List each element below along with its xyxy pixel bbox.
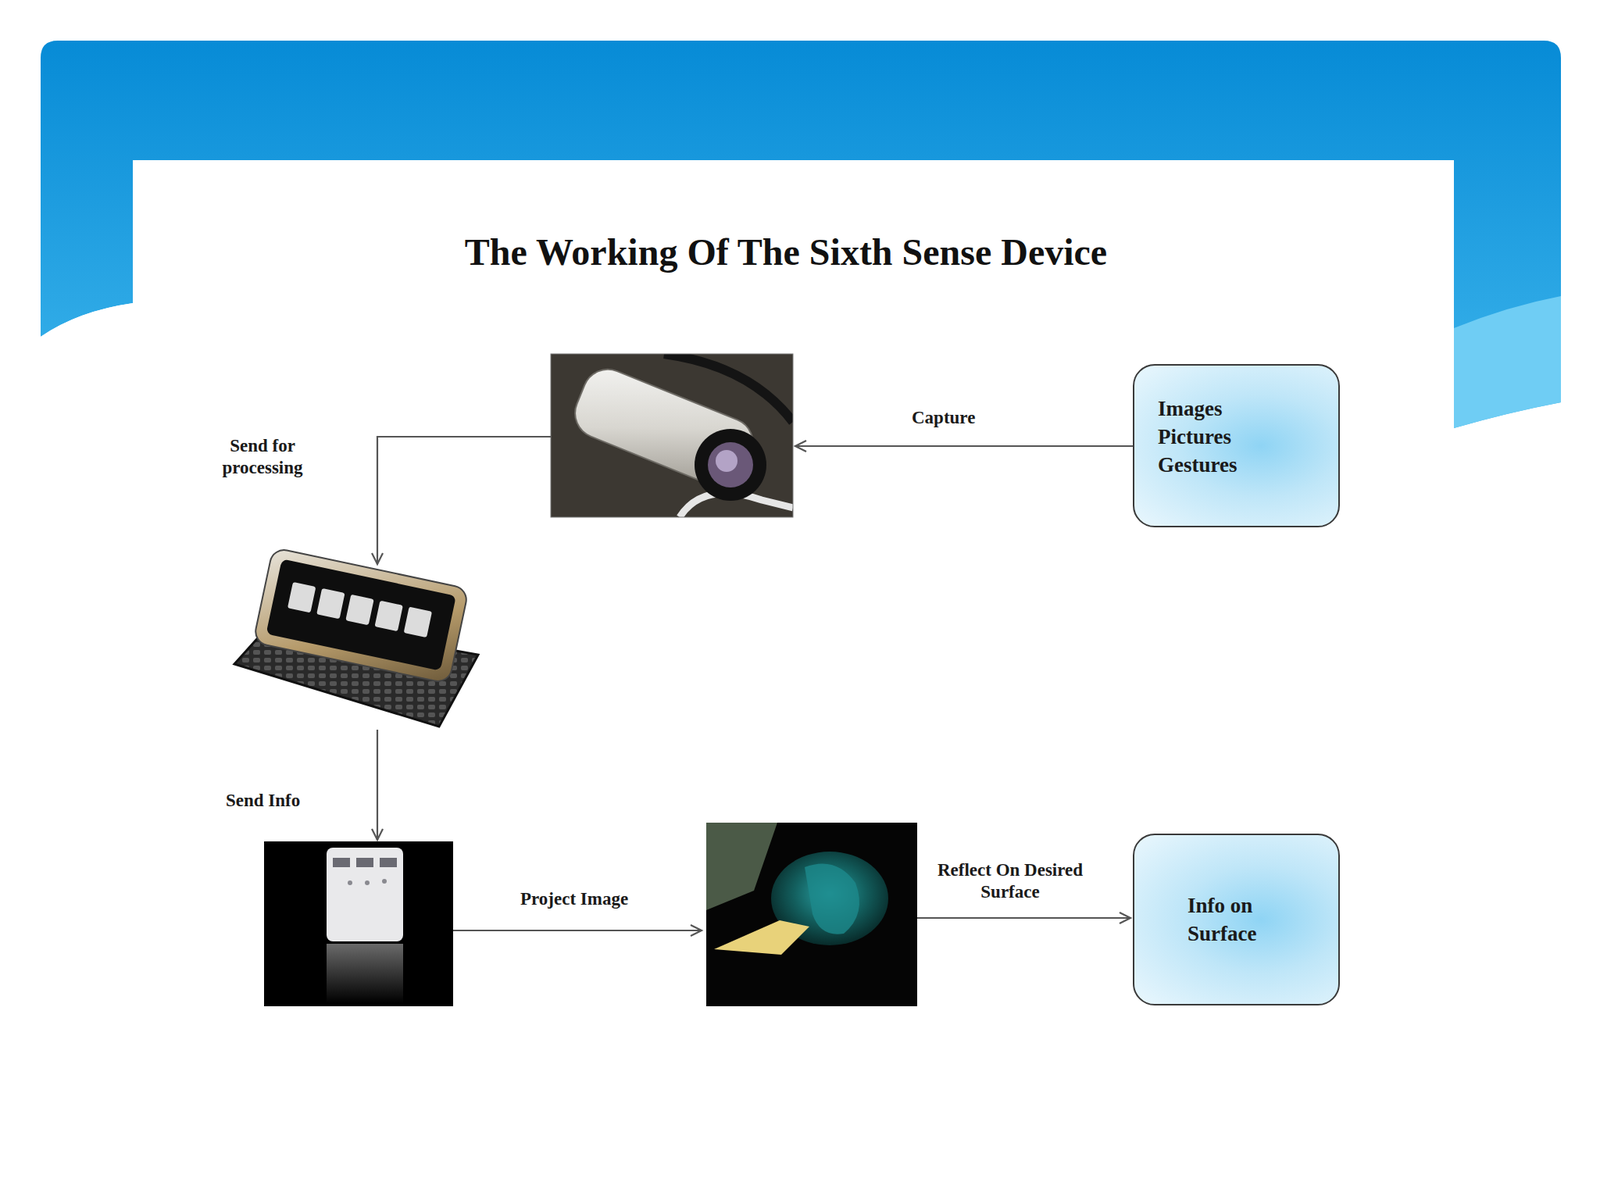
phone-screen — [266, 558, 457, 671]
arrow-head — [371, 553, 383, 565]
camera-body — [567, 361, 761, 495]
label-wrap: Reflect On Desired Surface — [920, 859, 1100, 904]
label-wrap: Capture — [911, 407, 975, 429]
rounded-box: Info on Surface — [1132, 833, 1340, 1006]
phone-image — [234, 547, 479, 727]
content-panel — [132, 160, 1454, 1077]
photo-frame — [550, 353, 793, 518]
projector-dot — [364, 880, 370, 886]
project-arrow — [453, 929, 702, 932]
phone-body — [253, 547, 469, 685]
arrow-head — [690, 925, 702, 936]
diagram-title: The Working Of The Sixth Sense Device — [317, 229, 1255, 275]
rounded-box: Images Pictures Gestures — [1132, 364, 1340, 528]
projector-photo — [264, 841, 454, 1007]
flow-label: Capture — [911, 407, 975, 429]
projected-hand — [804, 864, 860, 935]
projector-vent — [332, 857, 350, 868]
header-wave — [40, 303, 133, 344]
camera-photo — [550, 353, 793, 518]
camera-lens — [715, 450, 738, 472]
flow-arrows — [371, 436, 1133, 936]
photo-ground — [706, 822, 918, 1007]
flow-label: Send for processing — [211, 435, 314, 479]
flow-label: Project Image — [520, 888, 629, 911]
reflect-arrow — [917, 917, 1131, 919]
arrow-head — [795, 440, 807, 452]
screen-icon — [287, 582, 316, 613]
box-text: Images Pictures Gestures — [1157, 394, 1237, 479]
capture-arrow — [795, 445, 1133, 447]
flow-label: Reflect On Desired Surface — [920, 859, 1100, 904]
screen-icon — [403, 607, 433, 638]
projector-vent — [379, 857, 397, 868]
label-wrap: Send Info — [225, 789, 300, 812]
projector-dot — [347, 880, 353, 886]
arrow-head — [371, 828, 383, 840]
label-wrap: Send for processing — [211, 435, 314, 479]
screen-icon — [345, 594, 374, 625]
header-wave — [1453, 296, 1561, 429]
photo-ground — [550, 353, 793, 518]
box-text: Info on Surface — [1187, 891, 1286, 948]
projector-vent — [356, 857, 374, 868]
screen-icon — [316, 588, 345, 619]
label-wrap: Project Image — [520, 888, 629, 911]
screen-icon — [374, 600, 403, 632]
processing-arrow — [377, 436, 551, 565]
projector-dot — [382, 878, 387, 884]
camera-lens — [694, 428, 767, 501]
flow-label: Send Info — [225, 789, 300, 812]
projection-photo — [706, 822, 918, 1007]
send-info-arrow — [376, 729, 379, 840]
projector-reflection — [326, 943, 404, 1004]
arrow-head — [1119, 912, 1131, 924]
title-wrap: The Working Of The Sixth Sense Device — [317, 229, 1255, 275]
photo-ground — [264, 841, 454, 1007]
projected-surface — [714, 920, 810, 955]
wall-area — [706, 822, 778, 911]
camera-lens — [707, 442, 754, 488]
projector-body — [326, 847, 404, 942]
